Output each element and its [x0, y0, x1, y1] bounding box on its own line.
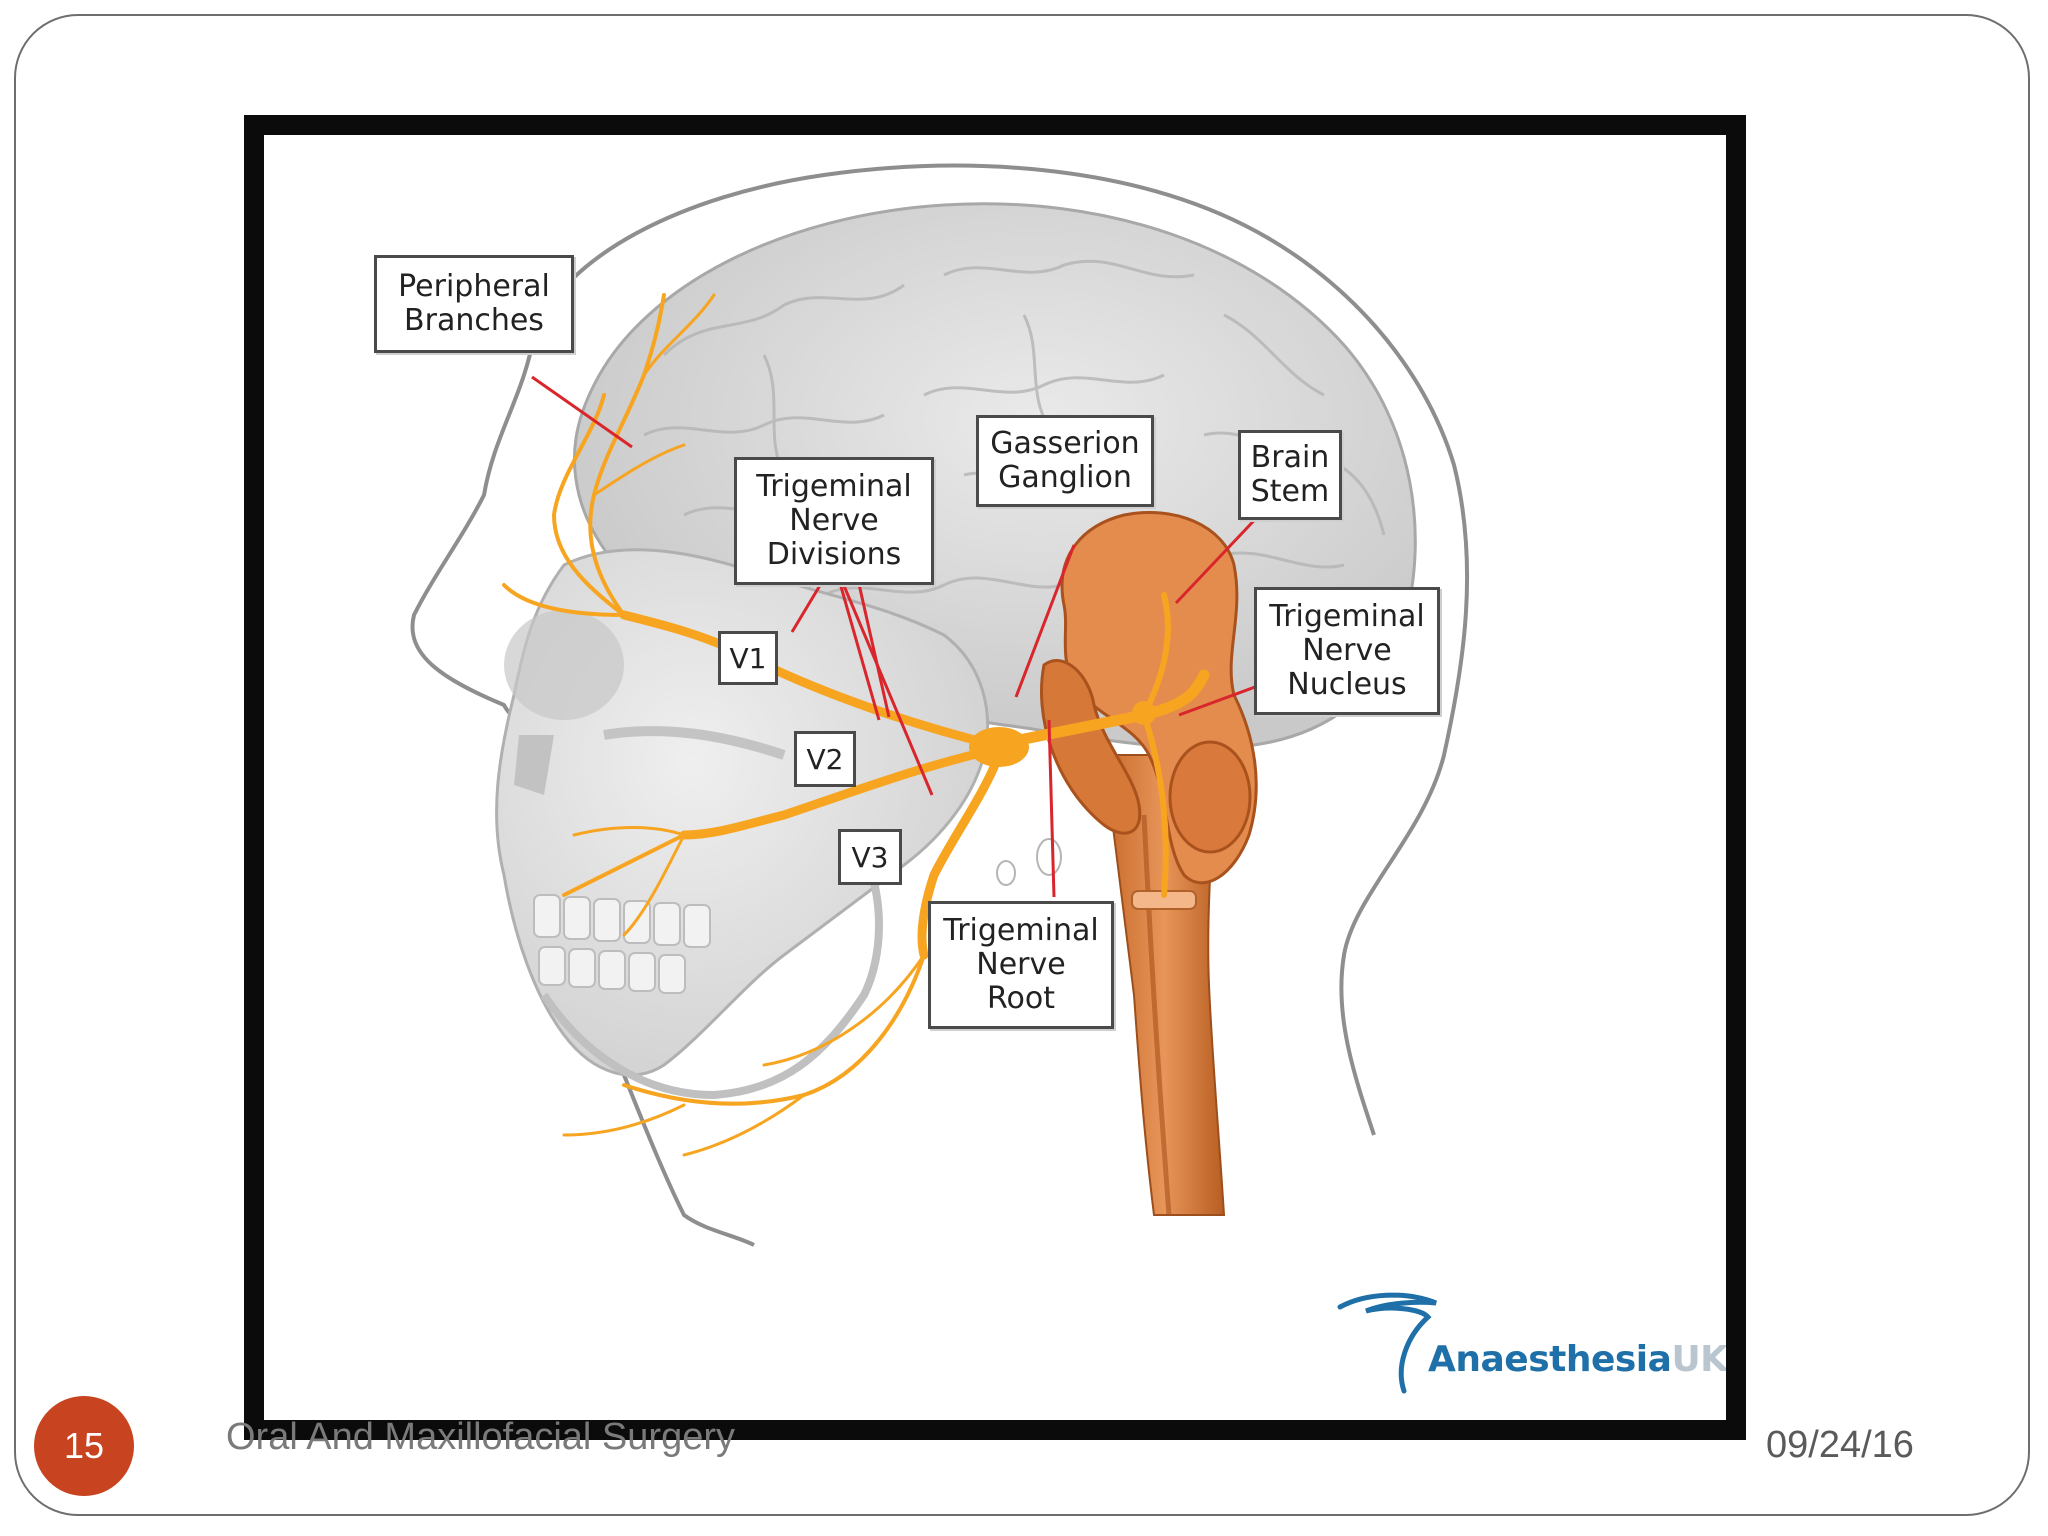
leader-divisions-v2 — [832, 561, 881, 721]
ear-canal-2 — [996, 860, 1016, 886]
logo-text: AnaesthesiaUK — [1428, 1339, 1726, 1380]
peripheral-branch-10 — [762, 953, 926, 1067]
medulla-bulge — [1168, 740, 1252, 854]
ear-canal — [1036, 838, 1062, 876]
footer-title: Oral And Maxillofacial Surgery — [226, 1416, 735, 1458]
nerve-v3 — [917, 750, 1004, 960]
pons — [1040, 659, 1142, 835]
nucleus-branch-2 — [1141, 712, 1169, 898]
label-v3: V3 — [838, 829, 902, 885]
leader-ganglion — [1014, 544, 1076, 698]
nerve-v2 — [679, 745, 999, 840]
spinal-cord-inner — [1141, 814, 1172, 1216]
label-gasserion-ganglion: Gasserion Ganglion — [976, 415, 1154, 507]
label-trigeminal-nerve-root: Trigeminal Nerve Root — [928, 901, 1114, 1029]
logo-text-suffix: UK — [1671, 1339, 1726, 1380]
slide-number-badge: 15 — [34, 1396, 134, 1496]
label-trigeminal-nerve-divisions: Trigeminal Nerve Divisions — [734, 457, 934, 585]
footer-date: 09/24/16 — [1766, 1424, 1914, 1466]
anaesthesia-uk-logo: AnaesthesiaUK — [1336, 1287, 1726, 1397]
peripheral-branch-12 — [562, 1103, 686, 1137]
eye-socket — [504, 610, 624, 720]
nasal-cavity — [514, 735, 554, 795]
label-brain-stem: Brain Stem — [1238, 430, 1342, 520]
leader-divisions-v1b — [852, 561, 891, 718]
label-v2: V2 — [794, 731, 856, 787]
figure-canvas: Peripheral Branches Trigeminal Nerve Div… — [264, 135, 1726, 1420]
logo-swoosh-icon — [1337, 1292, 1437, 1394]
nucleus-point — [1132, 701, 1156, 725]
peripheral-branch-8 — [622, 833, 686, 937]
trigeminal-nerves — [502, 293, 1210, 1157]
label-trigeminal-nerve-nucleus: Trigeminal Nerve Nucleus — [1254, 587, 1440, 715]
label-v1: V1 — [718, 631, 778, 685]
peripheral-branch-7 — [572, 826, 686, 837]
leader-divisions-v3 — [832, 561, 934, 796]
peripheral-branch-5 — [592, 443, 686, 497]
jaw — [540, 853, 883, 1100]
peripheral-branch-6 — [562, 833, 686, 897]
peripheral-branch-1 — [588, 293, 666, 617]
cheekbone — [603, 726, 786, 760]
leader-brainstem — [1174, 508, 1266, 605]
peripheral-branch-4 — [642, 293, 716, 377]
nucleus-branch-1 — [1141, 592, 1171, 718]
leader-root — [1047, 719, 1056, 898]
trigeminal-nerve-figure: Peripheral Branches Trigeminal Nerve Div… — [244, 115, 1746, 1440]
gasserian-ganglion — [969, 727, 1029, 767]
peripheral-branch-11 — [682, 1093, 806, 1157]
peripheral-branch-2 — [551, 393, 626, 617]
logo-text-main: Anaesthesia — [1428, 1339, 1672, 1380]
label-peripheral-branches: Peripheral Branches — [374, 255, 574, 353]
leader-peripheral — [531, 375, 633, 449]
nerve-root — [988, 669, 1210, 751]
peripheral-branch-3 — [502, 583, 626, 617]
